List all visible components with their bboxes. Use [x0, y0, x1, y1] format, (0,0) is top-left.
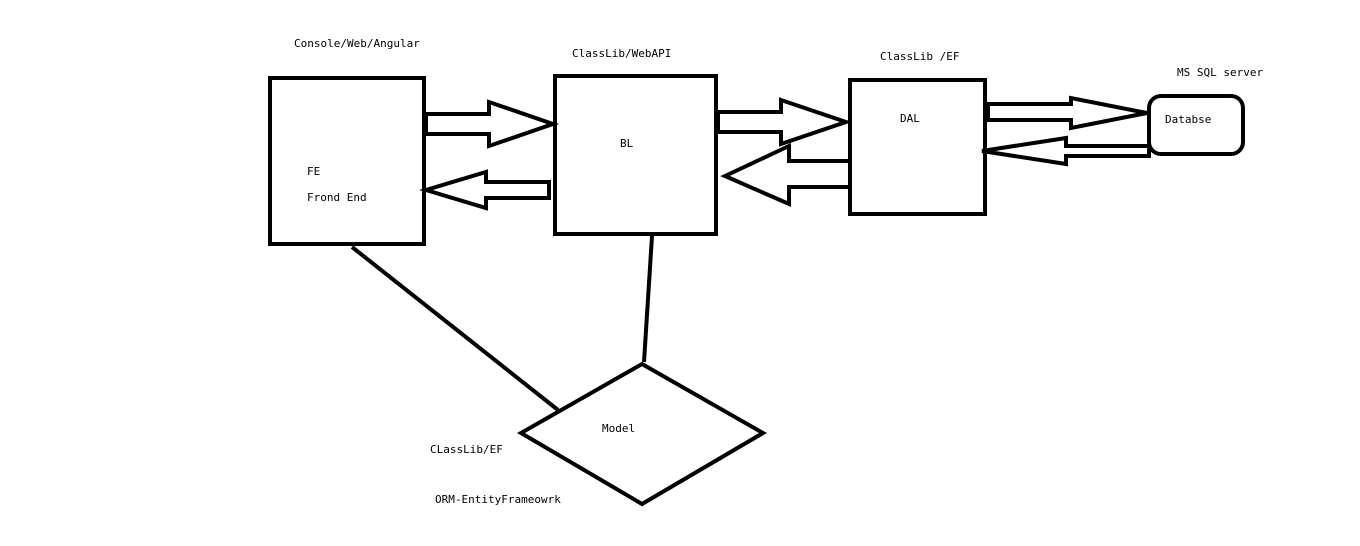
dal-tech-label: ClassLib /EF [880, 50, 959, 63]
bl-to-dal-arrow [716, 97, 853, 147]
db-tech-label: MS SQL server [1177, 66, 1263, 79]
model-tech-label: CLassLib/EF [430, 443, 503, 456]
dal-box [848, 78, 987, 216]
dal-to-db-arrow [986, 95, 1148, 131]
fe-tech-label: Console/Web/Angular [294, 37, 420, 50]
dal-to-bl-arrow [720, 142, 852, 208]
fe-full-label: Frond End [307, 191, 367, 204]
fe-box [268, 76, 426, 246]
fe-to-bl-arrow [424, 99, 560, 149]
orm-label: ORM-EntityFrameowrk [435, 493, 561, 506]
db-to-dal-arrow [981, 135, 1151, 167]
bl-to-fe-arrow [419, 169, 551, 211]
database-label: Databse [1165, 113, 1211, 126]
fe-model-connector [350, 245, 560, 412]
model-label: Model [602, 422, 635, 435]
dal-label: DAL [900, 112, 920, 125]
fe-short-label: FE [307, 165, 320, 178]
bl-box [553, 74, 718, 236]
bl-label: BL [620, 137, 634, 150]
model-diamond [517, 361, 767, 507]
bl-tech-label: ClassLib/WebAPI [572, 47, 671, 60]
database-box [1147, 94, 1245, 156]
bl-model-connector [642, 235, 654, 363]
